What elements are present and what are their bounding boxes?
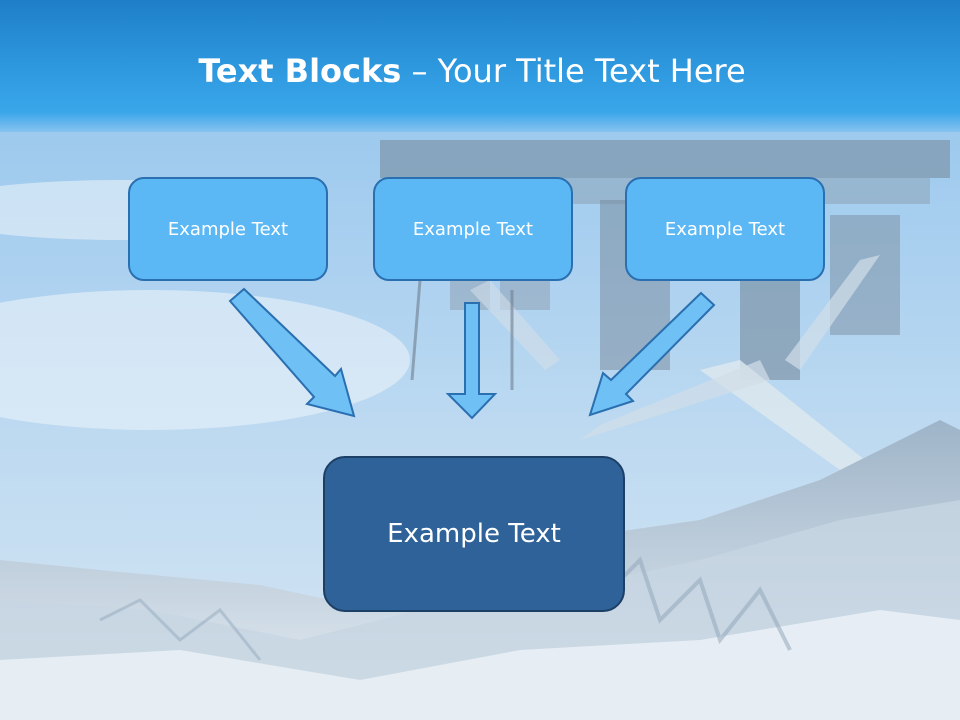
title-bar — [0, 0, 960, 132]
block-2-label: Example Text — [412, 218, 534, 240]
arrow-center-icon — [445, 302, 498, 420]
title-bold: Text Blocks — [198, 52, 402, 90]
block-2[interactable]: Example Text — [373, 177, 573, 281]
arrow-right-icon — [588, 291, 716, 417]
title-rest: Your Title Text Here — [437, 52, 746, 90]
block-3-label: Example Text — [664, 218, 786, 240]
block-3[interactable]: Example Text — [625, 177, 825, 281]
block-1[interactable]: Example Text — [128, 177, 328, 281]
block-1-label: Example Text — [167, 218, 289, 240]
title-dash: – — [401, 52, 438, 90]
target-block[interactable]: Example Text — [323, 456, 625, 612]
target-block-label: Example Text — [387, 519, 561, 549]
arrow-left-icon — [228, 287, 356, 418]
slide-title: Text Blocks – Your Title Text Here — [0, 52, 944, 90]
